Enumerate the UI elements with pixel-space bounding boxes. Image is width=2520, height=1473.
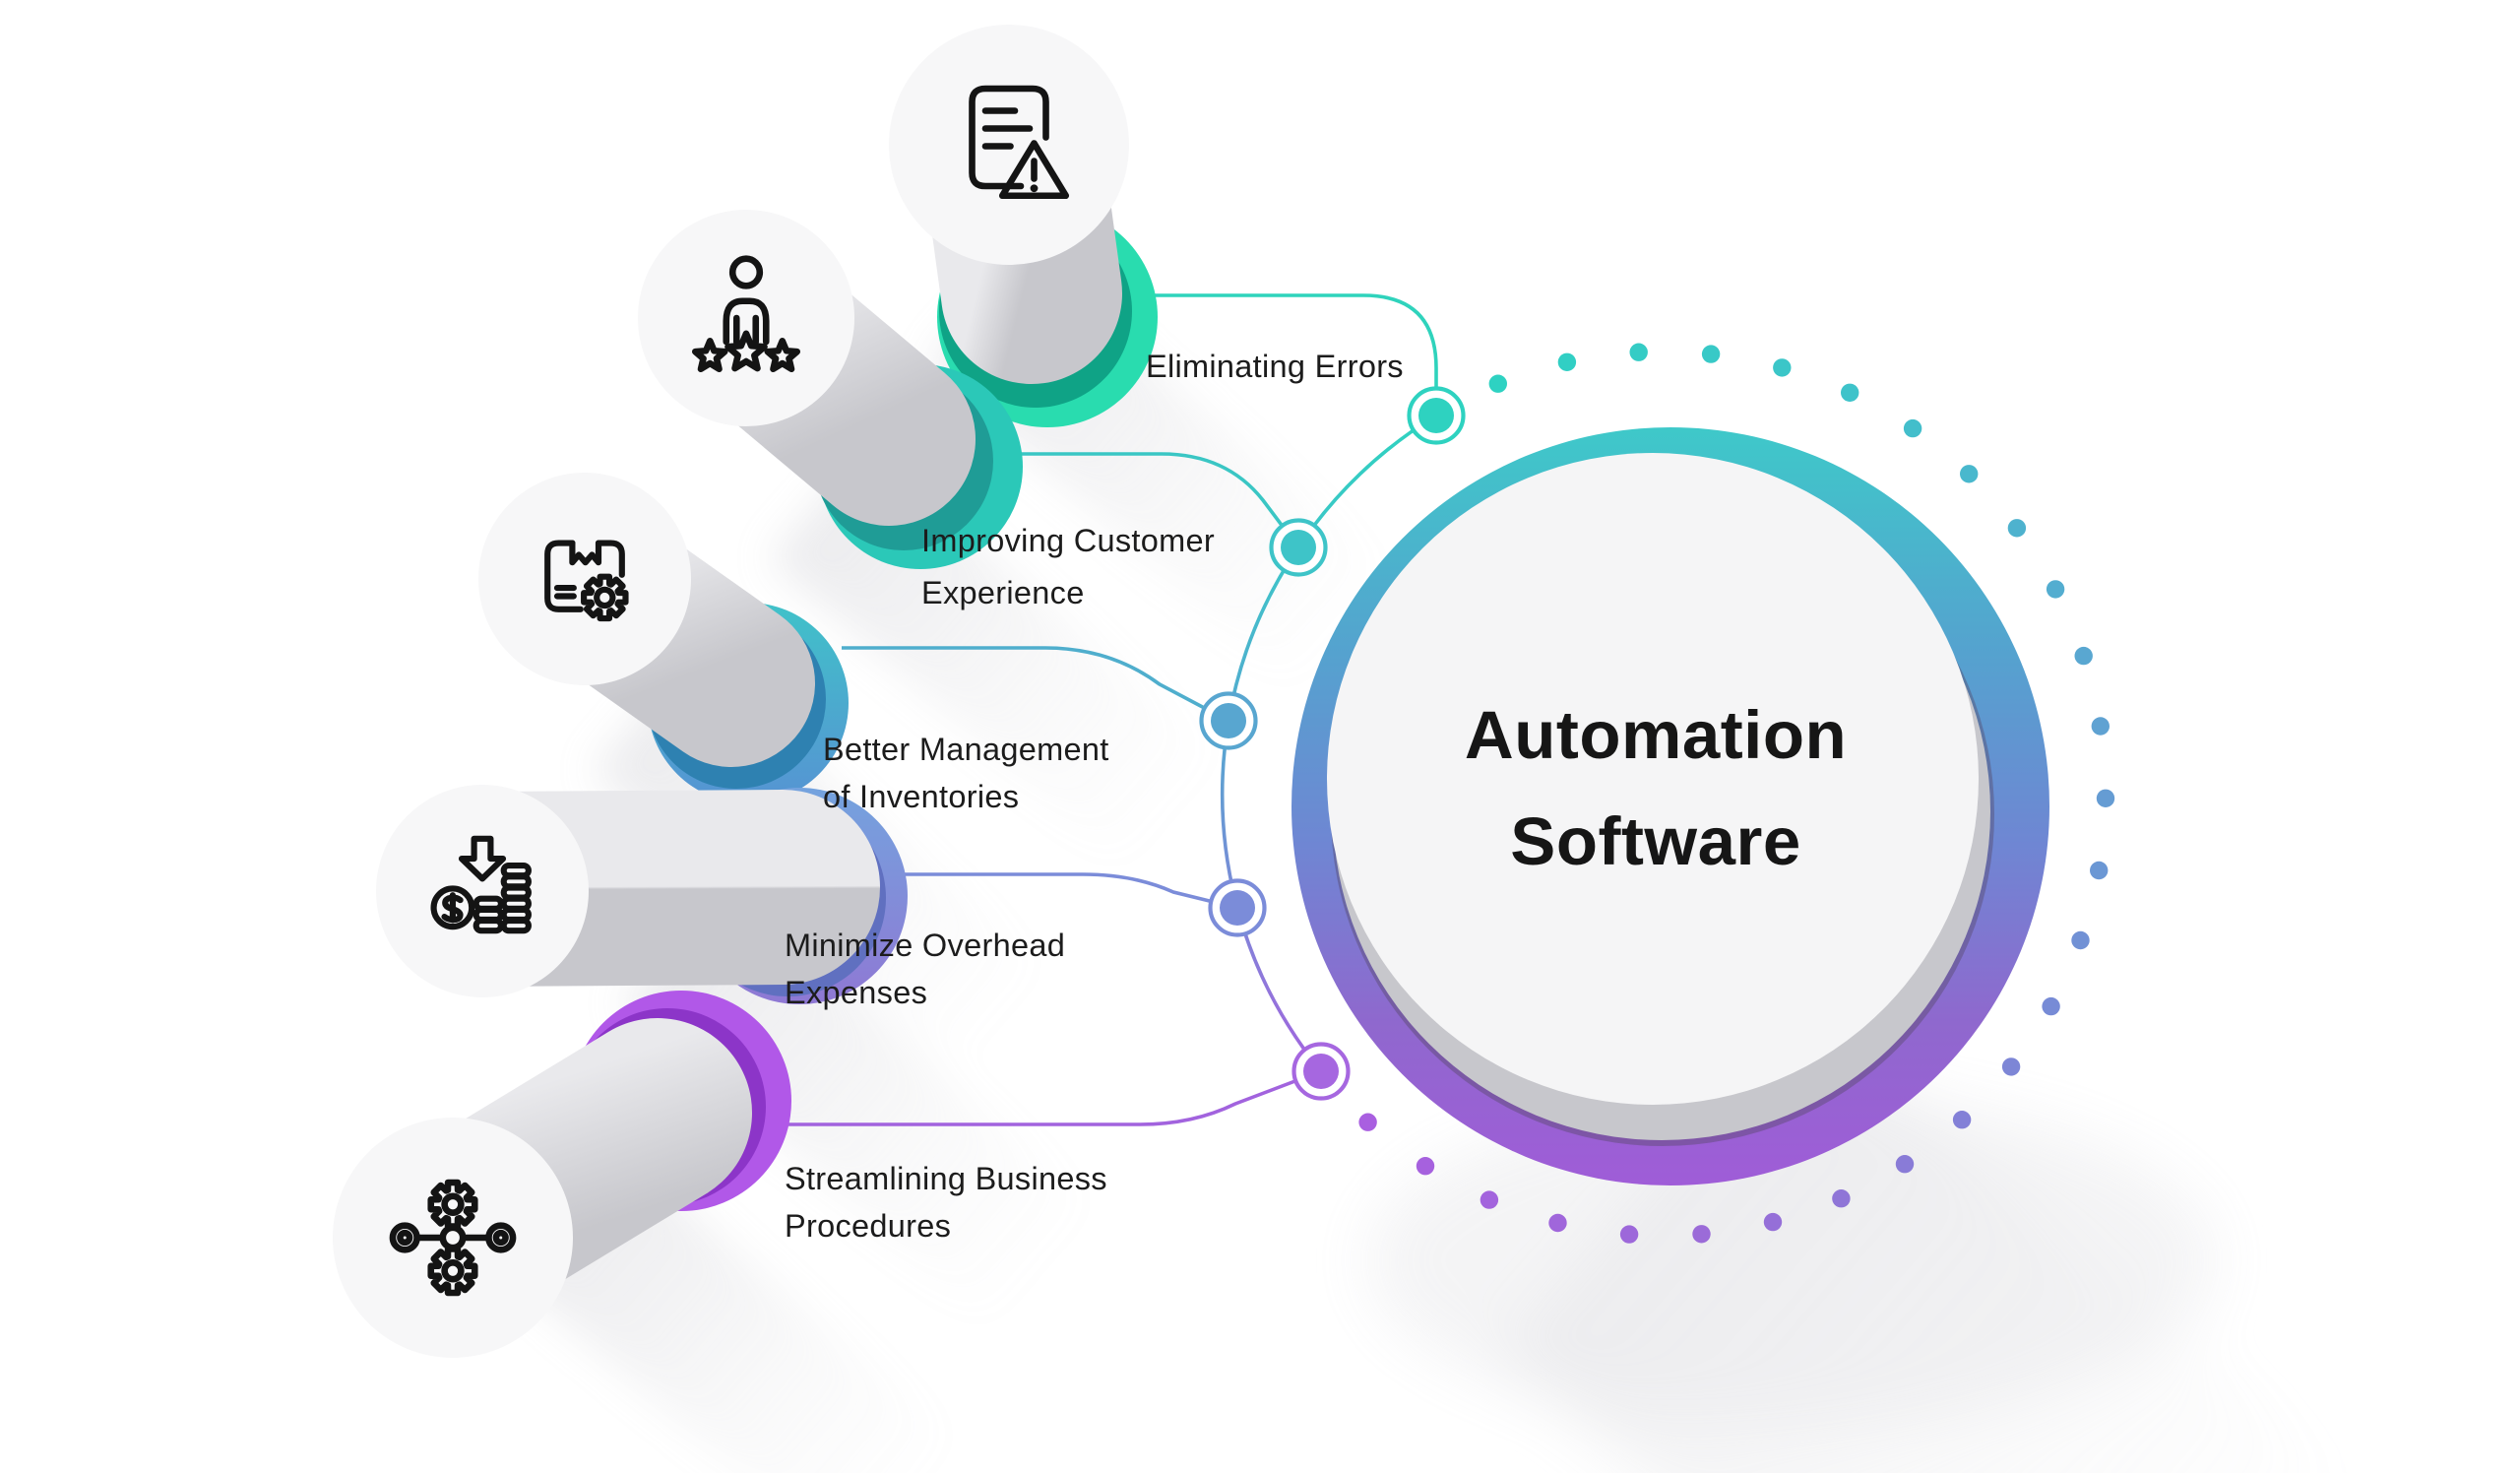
ring-dot [1557,352,1577,371]
ring-dot [1358,1113,1377,1131]
branch-better-management [478,473,849,803]
ring-dot [1701,345,1721,363]
label-improving-customer-1: Improving Customer [921,523,1215,558]
center-face [1327,453,1979,1105]
branch-improving-customer [638,210,1023,569]
node-better-management [1199,691,1258,750]
connector-eliminating-errors [1117,293,1438,416]
ring-dot [2074,646,2093,666]
label-eliminating-errors: Eliminating Errors [1146,349,1404,384]
ring-dot [2090,861,2109,880]
label-streamlining-1: Streamlining Business [785,1161,1107,1196]
node-streamlining [1292,1042,1351,1101]
node-minimize-overhead [1208,878,1267,937]
ring-dot [1960,465,1979,483]
process-gears-icon [389,1179,517,1297]
ring-dot [1416,1157,1435,1176]
ring-dot [2096,789,2115,807]
dotted-ring [1358,343,2115,1244]
ring-dot [2071,930,2090,950]
connector-improving-customer [984,452,1300,549]
ring-dot [1895,1155,1915,1174]
ring-dot [2007,519,2027,538]
label-better-management-2: of Inventories [823,779,1019,814]
label-better-management-1: Better Management [823,732,1109,767]
center-circle-group: Automation Software [1292,427,2049,1185]
branch-icon-circle [478,473,691,685]
inventory-box-gear-icon [544,540,629,622]
ring-dot [1629,343,1648,361]
ring-dot [1488,374,1508,393]
ring-dot [2042,996,2060,1016]
node-eliminating-errors [1407,386,1466,445]
ring-dot [2091,717,2110,736]
customer-rating-icon [691,255,801,373]
ring-dot [1903,418,1922,438]
document-warning-icon [969,85,1070,200]
connector-minimize-overhead [797,872,1238,910]
connector-streamlining [740,1069,1322,1126]
ring-dot [1773,358,1792,377]
ring-dot [2046,580,2065,599]
ring-dot [1841,383,1859,402]
connector-better-management [842,646,1229,723]
ring-dot [1763,1212,1783,1232]
branch-streamlining [333,991,791,1358]
node-improving-customer [1269,518,1328,577]
ring-dot [2001,1057,2021,1076]
label-improving-customer-2: Experience [921,575,1085,610]
label-streamlining-2: Procedures [785,1208,951,1244]
ring-dot [1692,1225,1711,1244]
branch-icon-circle [638,210,854,426]
branch-icon-circle [376,785,589,997]
branch-eliminating-errors [889,25,1158,427]
center-title-line1: Automation [1465,697,1847,773]
center-title-line2: Software [1510,803,1800,879]
ring-dot [1548,1213,1567,1233]
ring-dot [1832,1189,1851,1208]
ring-dot [1480,1190,1499,1209]
center-circle-shadow [1368,1003,2366,1473]
minimize-expenses-icon [430,835,532,934]
label-minimize-overhead-2: Expenses [785,975,927,1010]
branch-minimize-overhead [376,785,908,1004]
ring-dot [1952,1111,1972,1129]
ring-dot [1619,1225,1639,1244]
label-minimize-overhead-1: Minimize Overhead [785,928,1065,963]
